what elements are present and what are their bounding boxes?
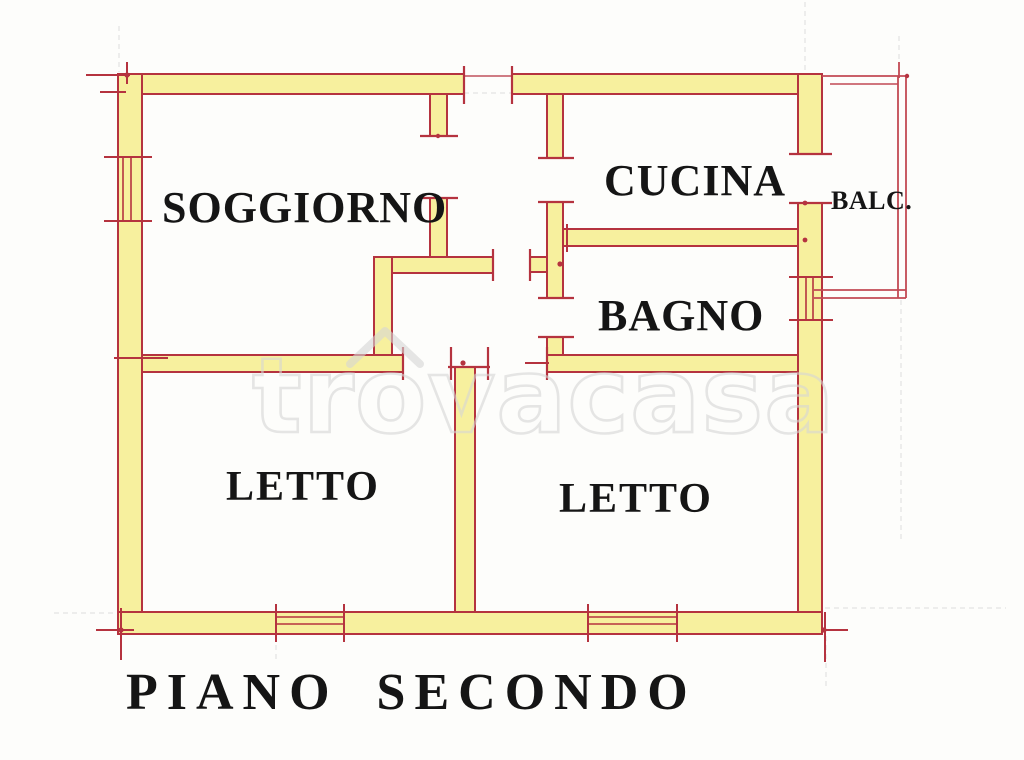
balcony-outline xyxy=(814,62,908,299)
room-label-cucina: CUCINA xyxy=(604,156,786,205)
wall-cucina-left-lower xyxy=(546,201,564,299)
window-letto-sx xyxy=(275,604,345,642)
wall-cucina-bagno-divider xyxy=(562,228,799,247)
wall-right-upper xyxy=(797,73,823,155)
room-label-letto-dx: LETTO xyxy=(559,476,713,522)
watermark-roof-icon xyxy=(346,327,424,368)
room-label-soggiorno: SOGGIORNO xyxy=(162,183,448,232)
watermark-text: trovacasa xyxy=(252,335,835,457)
room-label-letto-sx: LETTO xyxy=(226,464,380,510)
windows xyxy=(104,156,833,642)
wall-top-left-segment xyxy=(117,73,465,95)
window-soggiorno-left xyxy=(104,156,152,222)
drafting-overshoots xyxy=(86,62,910,662)
window-bagno-right xyxy=(789,276,833,321)
wall-soggiorno-stub-upper xyxy=(429,93,448,137)
wall-cucina-left-upper xyxy=(546,93,564,159)
wall-top-right-segment xyxy=(511,73,823,95)
window-letto-dx xyxy=(587,604,678,642)
wall-left xyxy=(117,73,143,635)
room-label-bagno: BAGNO xyxy=(598,291,765,340)
construction-lines xyxy=(54,2,1006,688)
room-label-balcone: BALC. xyxy=(831,186,913,215)
watermark-logo: trovacasa xyxy=(251,327,836,458)
floor-title: PIANO SECONDO xyxy=(126,664,697,721)
wall-bottom xyxy=(117,611,823,635)
